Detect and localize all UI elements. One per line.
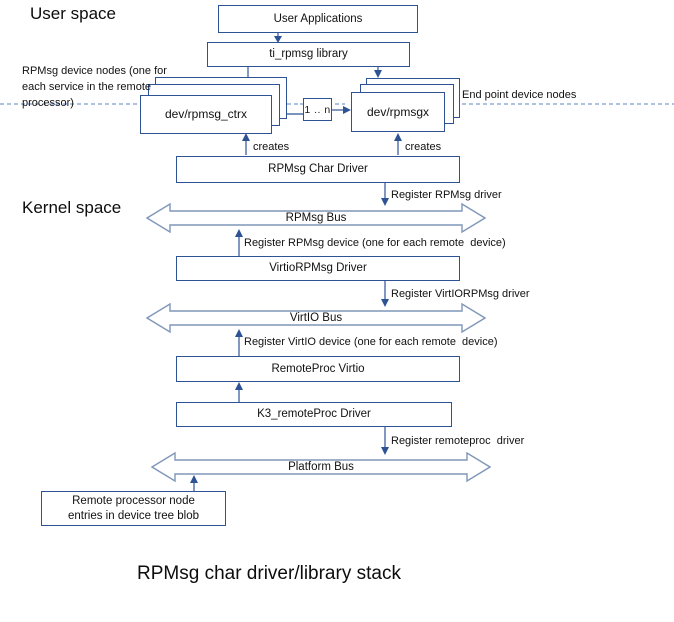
kernel-space-label: Kernel space xyxy=(22,198,122,217)
edge-label-register-rpmsg-driver: Register RPMsg driver xyxy=(391,189,502,201)
node-ti-rpmsg-library-label: ti_rpmsg library xyxy=(269,48,348,61)
node-dev-rpmsgx-label: dev/rpmsgx xyxy=(366,104,430,119)
node-user-applications[interactable]: User Applications xyxy=(218,5,418,33)
diagram-title: RPMsg char driver/library stack xyxy=(137,563,401,584)
node-device-tree-blob-line1: Remote processor node xyxy=(72,495,195,508)
node-device-tree-blob-line2: entries in device tree blob xyxy=(67,509,200,522)
node-ti-rpmsg-library[interactable]: ti_rpmsg library xyxy=(207,42,410,67)
arrowhead-dtb-to-platformbus xyxy=(190,475,198,483)
arrowhead-nbox-to-rpmsgx xyxy=(343,106,351,114)
node-user-applications-label: User Applications xyxy=(273,12,363,25)
node-dev-rpmsg-ctrx[interactable]: dev/rpmsg_ctrx xyxy=(140,95,272,134)
edge-label-creates-right: creates xyxy=(405,141,442,153)
node-virtiorpmsg-driver[interactable]: VirtioRPMsg Driver xyxy=(176,256,460,281)
node-device-tree-blob[interactable]: Remote processor node entries in device … xyxy=(41,491,226,526)
arrowhead-k3-to-platformbus xyxy=(381,447,389,455)
edge-label-register-virtio-device: Register VirtIO device (one for each rem… xyxy=(244,336,498,348)
node-one-to-n[interactable]: 1 .. n xyxy=(303,98,332,121)
node-rpmsg-char-driver-label: RPMsg Char Driver xyxy=(268,163,368,176)
bus-rpmsg[interactable]: RPMsg Bus xyxy=(146,201,486,235)
edge-label-register-virtiorpmsg-driver: Register VirtIORPMsg driver xyxy=(391,288,530,300)
edge-label-register-rpmsg-device: Register RPMsg device (one for each remo… xyxy=(244,237,506,249)
arrowhead-virtiorpmsg-to-virtiobus xyxy=(381,299,389,307)
arrowhead-chardriver-creates-ctrx xyxy=(242,133,250,141)
arrowhead-chardriver-to-rpmsgbus xyxy=(381,198,389,206)
user-space-label: User space xyxy=(30,4,116,23)
arrowhead-userapps-to-lib xyxy=(274,36,282,43)
bus-platform[interactable]: Platform Bus xyxy=(151,450,491,484)
edge-label-creates-left: creates xyxy=(253,141,290,153)
arrowhead-lib-to-rpmsgx xyxy=(374,70,382,78)
bus-virtio-shape xyxy=(146,302,486,334)
arrowhead-k3-to-remoteprocvirtio xyxy=(235,382,243,390)
node-dev-rpmsgx[interactable]: dev/rpmsgx xyxy=(351,92,445,132)
bus-rpmsg-shape xyxy=(146,202,486,234)
node-k3-remoteproc-driver-label: K3_remoteProc Driver xyxy=(257,408,371,421)
arrowhead-remoteprocvirtio-to-virtiobus xyxy=(235,329,243,337)
bus-virtio[interactable]: VirtIO Bus xyxy=(146,301,486,335)
node-remoteproc-virtio[interactable]: RemoteProc Virtio xyxy=(176,356,460,382)
arrowhead-virtiorpmsg-to-rpmsgbus xyxy=(235,229,243,237)
node-one-to-n-label: 1 .. n xyxy=(304,103,331,116)
node-k3-remoteproc-driver[interactable]: K3_remoteProc Driver xyxy=(176,402,452,427)
arrowhead-chardriver-creates-rpmsgx xyxy=(394,133,402,141)
node-remoteproc-virtio-label: RemoteProc Virtio xyxy=(271,362,365,375)
annotation-end-point-device-nodes: End point device nodes xyxy=(462,89,577,101)
node-virtiorpmsg-driver-label: VirtioRPMsg Driver xyxy=(269,262,367,275)
edge-label-register-remoteproc-driver: Register remoteproc driver xyxy=(391,435,525,447)
node-dev-rpmsg-ctrx-label: dev/rpmsg_ctrx xyxy=(164,107,248,121)
annotation-rpmsg-device-nodes: RPMsg device nodes (one for each service… xyxy=(22,65,167,109)
bus-platform-shape xyxy=(151,451,491,483)
node-rpmsg-char-driver[interactable]: RPMsg Char Driver xyxy=(176,156,460,183)
